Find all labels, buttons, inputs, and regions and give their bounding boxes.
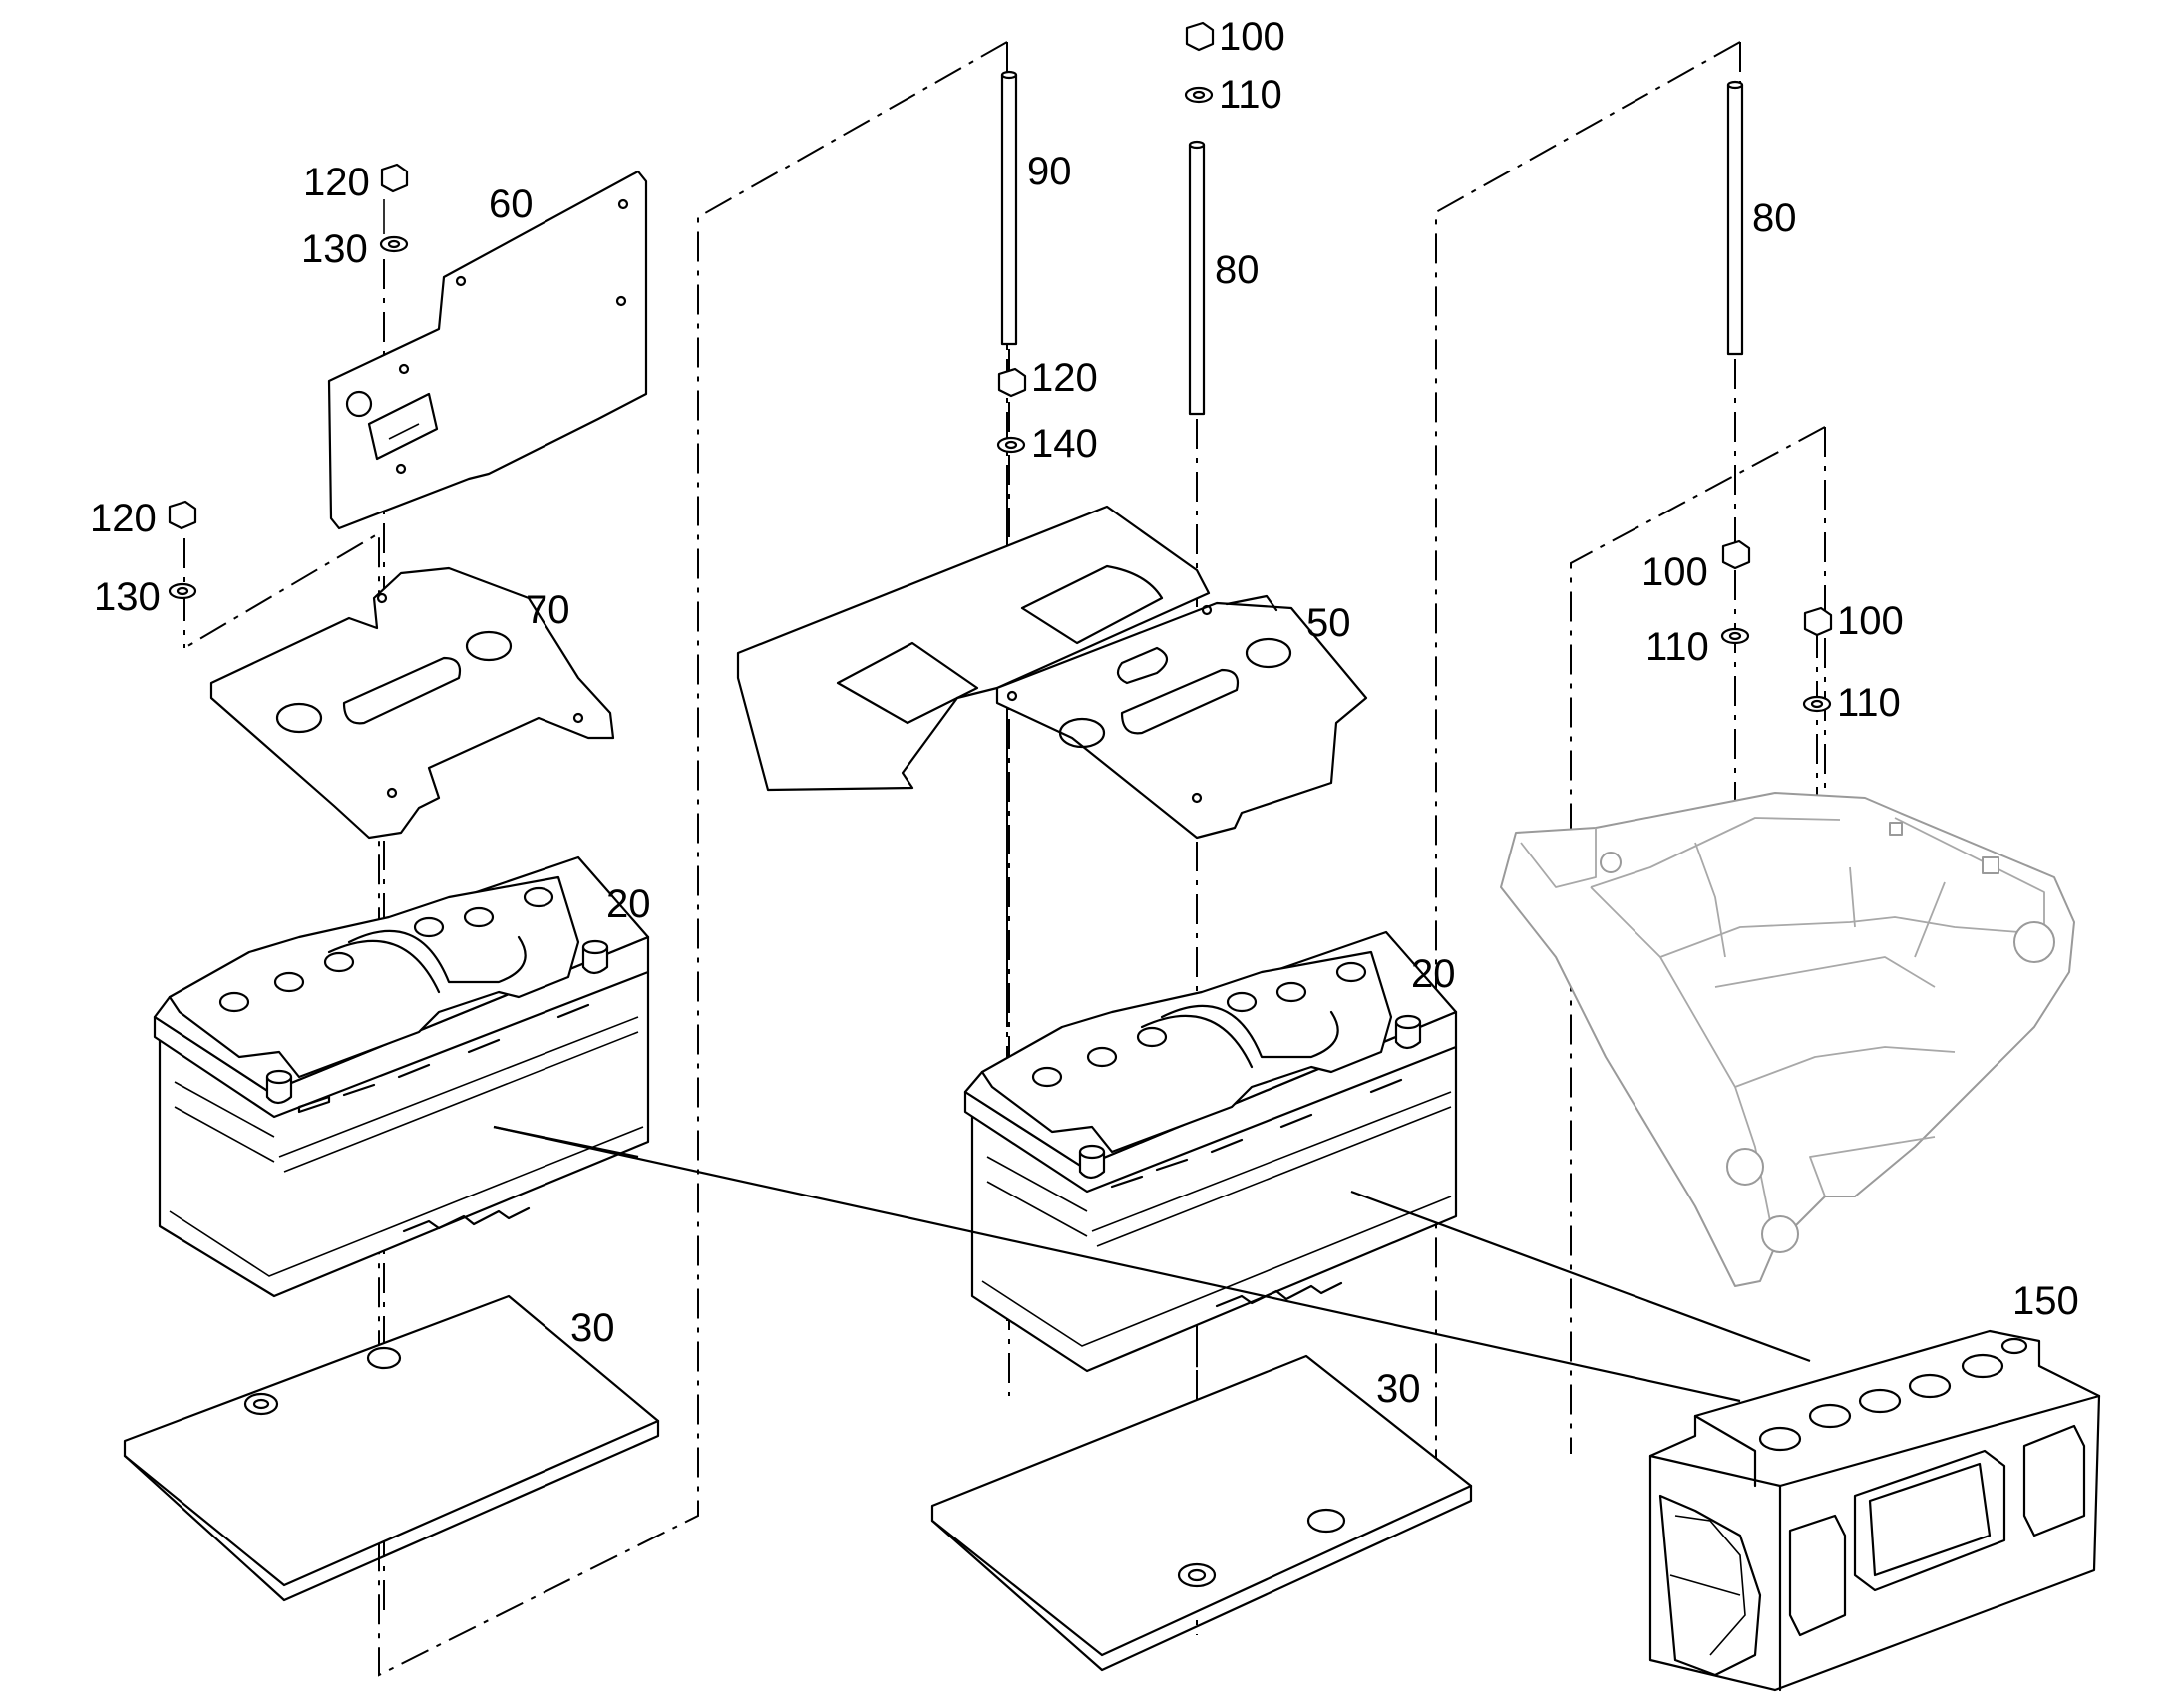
label-110-right-a: 110 bbox=[1645, 625, 1709, 669]
hardware-stack-middle-top[interactable] bbox=[1184, 21, 1215, 104]
label-30-left: 30 bbox=[570, 1306, 615, 1350]
label-50: 50 bbox=[1306, 601, 1351, 645]
label-80-right: 80 bbox=[1752, 196, 1797, 240]
part-150-battery-box[interactable] bbox=[1648, 1329, 2101, 1692]
label-140: 140 bbox=[1031, 422, 1098, 466]
label-100-right-a: 100 bbox=[1641, 550, 1708, 594]
part-80-threaded-rod-right[interactable] bbox=[1726, 80, 1744, 356]
part-20-battery-middle[interactable] bbox=[963, 930, 1458, 1373]
label-150: 150 bbox=[2012, 1279, 2079, 1323]
callout-labels: 120 130 60 120 130 70 20 30 90 100 110 8… bbox=[90, 15, 2079, 1411]
label-100-middle-top: 100 bbox=[1219, 15, 1285, 59]
part-80-threaded-rod-middle[interactable] bbox=[1188, 140, 1206, 416]
leader-lines-battery-to-box bbox=[493, 1125, 1811, 1403]
hardware-stack-left-top[interactable] bbox=[379, 163, 409, 253]
label-90: 90 bbox=[1027, 150, 1072, 193]
hardware-stack-rod90[interactable] bbox=[996, 367, 1027, 454]
hardware-stack-right-a[interactable] bbox=[1720, 539, 1751, 645]
label-80-middle: 80 bbox=[1215, 248, 1260, 292]
vehicle-frame-reference bbox=[1500, 792, 2075, 1287]
part-20-battery-left[interactable] bbox=[153, 855, 650, 1298]
label-30-middle: 30 bbox=[1376, 1367, 1421, 1411]
label-120-left-side: 120 bbox=[90, 497, 157, 540]
hardware-stack-left-side[interactable] bbox=[168, 500, 197, 600]
label-120-left-top: 120 bbox=[303, 161, 370, 204]
part-90-threaded-rod[interactable] bbox=[1000, 70, 1018, 346]
label-70: 70 bbox=[526, 588, 570, 632]
part-60-mounting-bracket[interactable] bbox=[327, 170, 648, 530]
label-60: 60 bbox=[489, 182, 534, 226]
part-50-battery-bracket[interactable] bbox=[736, 505, 1368, 840]
label-120-middle: 120 bbox=[1031, 356, 1098, 400]
label-130-left-side: 130 bbox=[94, 575, 161, 619]
part-70-hold-down-plate[interactable] bbox=[209, 566, 615, 840]
part-30-battery-tray-middle[interactable] bbox=[930, 1354, 1473, 1672]
label-110-middle-top: 110 bbox=[1219, 73, 1282, 117]
label-130-left-top: 130 bbox=[301, 227, 368, 271]
label-100-right-b: 100 bbox=[1837, 599, 1904, 643]
label-20-middle: 20 bbox=[1411, 952, 1456, 996]
label-110-right-b: 110 bbox=[1837, 681, 1901, 725]
part-30-battery-tray-left[interactable] bbox=[123, 1294, 660, 1602]
label-20-left: 20 bbox=[606, 882, 651, 926]
hardware-stack-right-b[interactable] bbox=[1802, 606, 1833, 713]
